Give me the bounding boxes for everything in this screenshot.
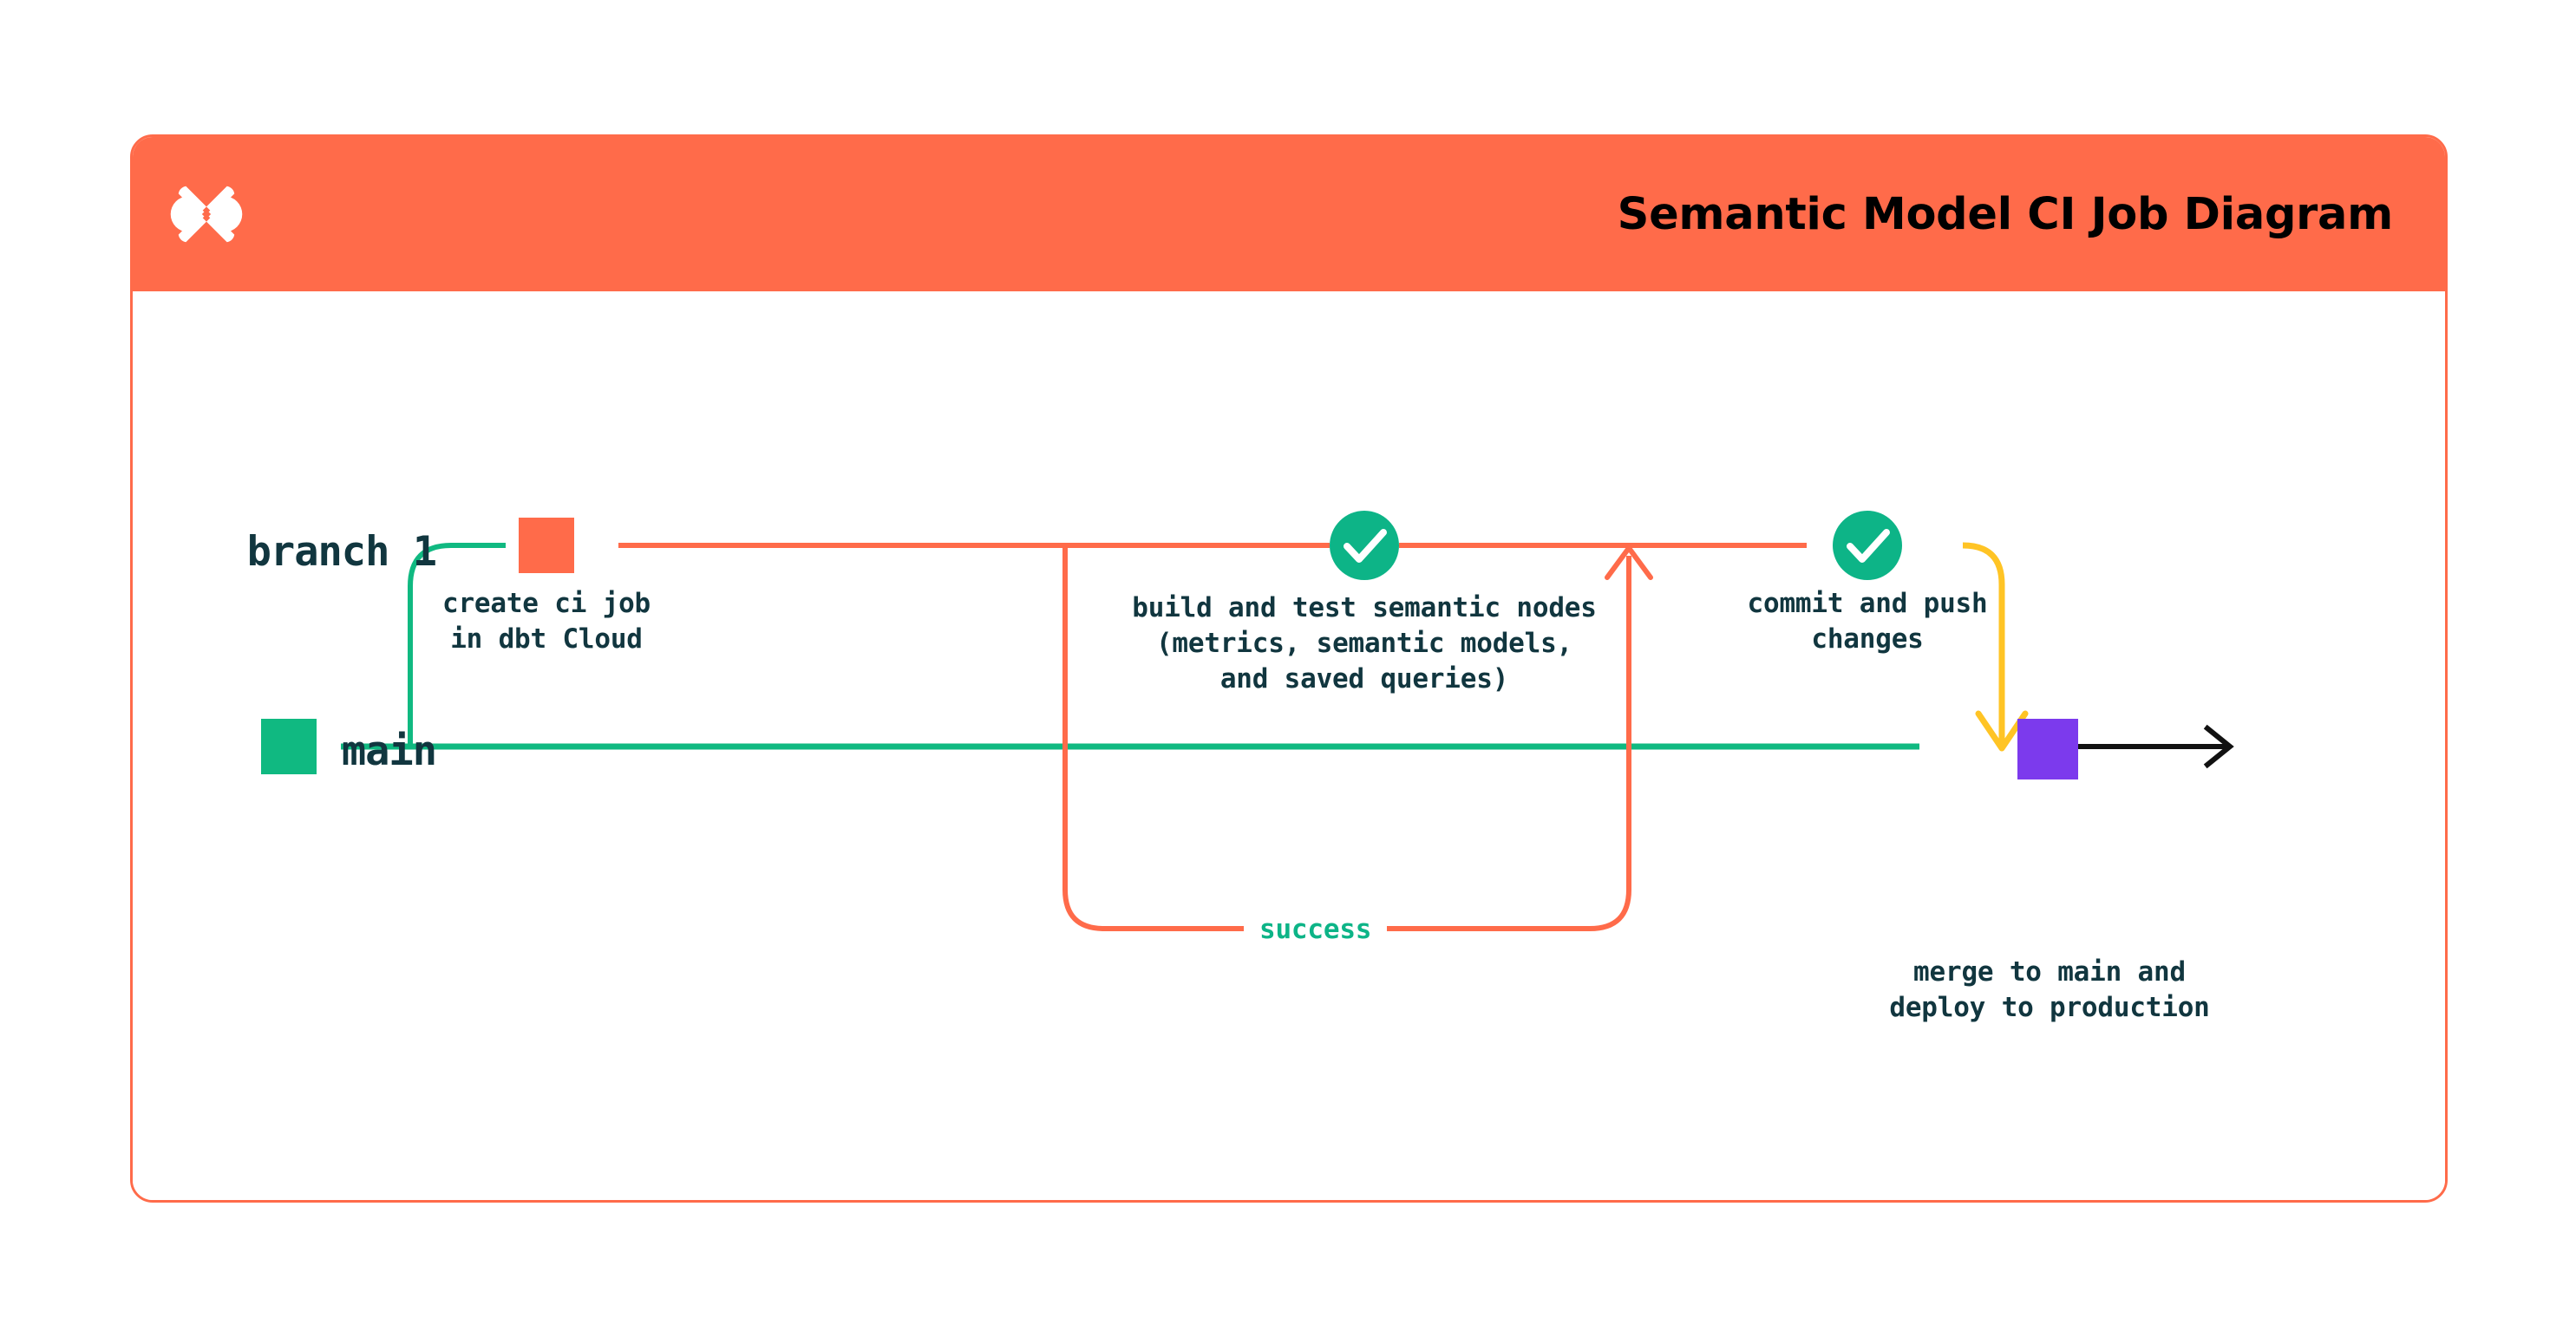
dbt-x-logo-icon <box>169 177 244 251</box>
commit-label-create-ci-job: create ci job in dbt Cloud <box>441 588 651 655</box>
page-title: Semantic Model CI Job Diagram <box>1617 188 2394 240</box>
commit-check-build-and-test[interactable] <box>1330 511 1399 580</box>
diagram-card: Semantic Model CI Job Diagram <box>130 134 2448 1203</box>
loop-label-success: success <box>1244 914 1388 945</box>
card-body: branch 1 main create ci job in dbt Cloud… <box>133 291 2445 1200</box>
card-header: Semantic Model CI Job Diagram <box>133 137 2445 291</box>
commit-square-merge-to-main[interactable] <box>2017 719 2078 779</box>
commit-label-build-and-test: build and test semantic nodes (metrics, … <box>1132 592 1597 695</box>
main-continuation-arrow <box>2078 724 2234 769</box>
commit-check-commit-and-push[interactable] <box>1833 511 1902 580</box>
commit-square-main-start[interactable] <box>261 719 317 774</box>
branch-label-main: main <box>341 727 437 775</box>
commit-label-commit-and-push: commit and push changes <box>1747 588 1988 655</box>
branch-label-branch-1: branch 1 <box>246 528 437 576</box>
git-flow-diagram <box>261 511 2234 931</box>
commit-square-create-ci-job[interactable] <box>519 518 574 573</box>
commit-label-merge-to-main: merge to main and deploy to production <box>1889 956 2210 1023</box>
